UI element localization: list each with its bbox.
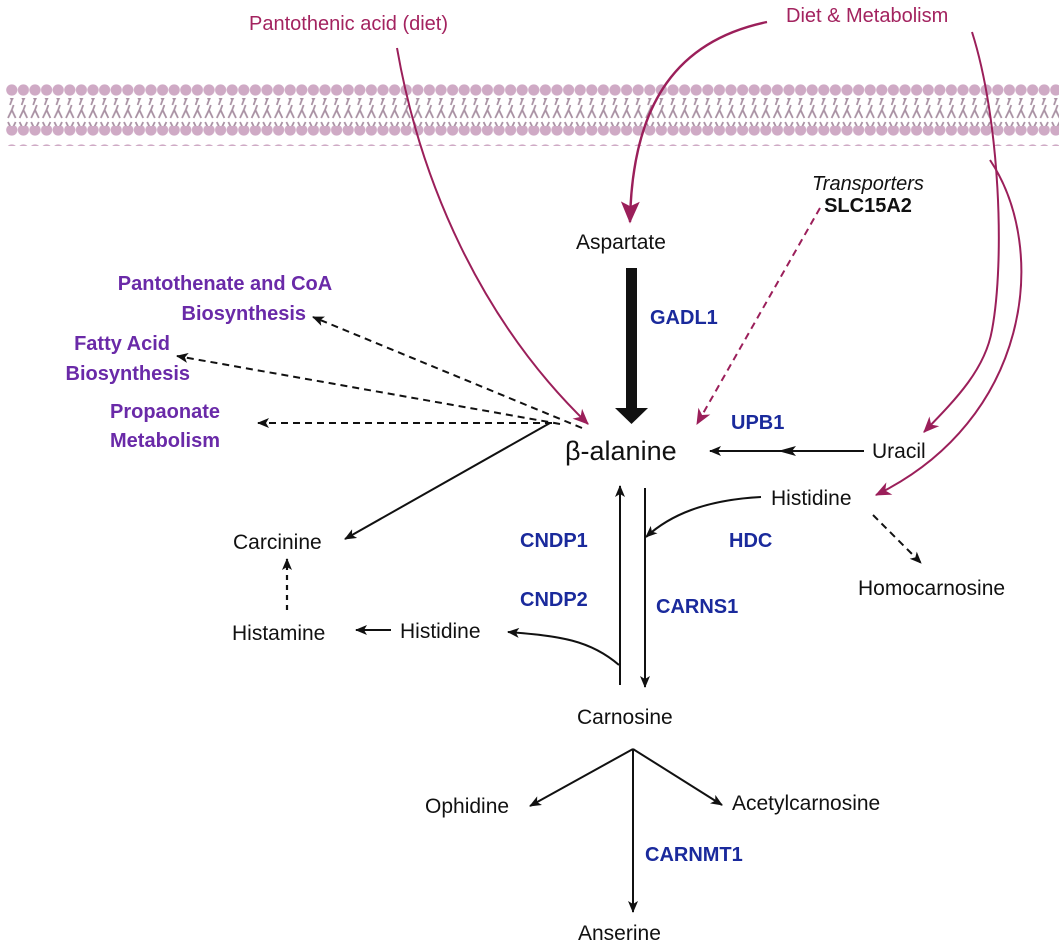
- arrow-aspartate-to-beta-alanine: [615, 268, 648, 424]
- arrow-carnosine-to-histidine: [507, 627, 620, 666]
- enzyme-carns1: CARNS1: [656, 596, 738, 618]
- pathway-fatty-acid-line1: Fatty Acid: [74, 333, 170, 355]
- metabolite-aspartate: Aspartate: [576, 231, 666, 254]
- metabolite-acetylcarnosine: Acetylcarnosine: [732, 792, 880, 815]
- arrow-histidine-to-homocarnosine: [872, 514, 922, 564]
- pathway-pantothenate-coa: Pantothenate and CoA Biosynthesis: [118, 273, 332, 325]
- arrow-to-pantothenate: [312, 316, 583, 429]
- arrow-diet-to-histidine: [874, 159, 1023, 496]
- metabolite-uracil: Uracil: [872, 440, 926, 463]
- metabolite-ophidine: Ophidine: [425, 795, 509, 818]
- arrow-transporter-to-beta-alanine: [696, 207, 821, 425]
- metabolite-homocarnosine: Homocarnosine: [858, 577, 1005, 600]
- enzyme-cndp2: CNDP2: [520, 589, 588, 611]
- pathway-pantothenate-line1: Pantothenate and CoA: [118, 273, 332, 295]
- arrow-diet-to-aspartate: [620, 20, 768, 224]
- metabolite-histidine-left: Histidine: [400, 620, 481, 643]
- enzyme-hdc: HDC: [729, 530, 772, 552]
- arrow-carnosine-to-ophidine: [529, 748, 634, 807]
- metabolite-carnosine: Carnosine: [577, 706, 673, 729]
- enzyme-upb1: UPB1: [731, 412, 784, 434]
- pathway-fatty-acid-line2: Biosynthesis: [66, 363, 190, 385]
- arrow-pantothenic-to-beta-alanine: [396, 47, 589, 425]
- membrane-tails: [6, 98, 1059, 128]
- enzyme-carnmt1: CARNMT1: [645, 844, 743, 866]
- transporter-slc15a2: SLC15A2: [824, 195, 912, 217]
- arrow-histidine-to-carns1: [645, 496, 762, 538]
- transporters-label: Transporters: [812, 173, 924, 195]
- source-diet-metabolism: Diet & Metabolism: [786, 5, 948, 27]
- pathway-propanoate-line2: Metabolism: [110, 430, 220, 452]
- metabolite-carcinine: Carcinine: [233, 531, 322, 554]
- enzyme-gadl1: GADL1: [650, 307, 718, 329]
- pathway-propanoate-line1: Propaonate: [110, 401, 220, 423]
- arrow-uracil-mid-head: [778, 446, 796, 456]
- metabolite-histidine-right: Histidine: [771, 487, 852, 510]
- pathway-pantothenate-line2: Biosynthesis: [182, 303, 306, 325]
- metabolite-anserine: Anserine: [578, 922, 661, 945]
- source-pantothenic-acid: Pantothenic acid (diet): [249, 13, 448, 35]
- arrow-beta-alanine-to-carcinine: [344, 422, 551, 540]
- metabolite-histamine: Histamine: [232, 622, 325, 645]
- metabolite-beta-alanine: β-alanine: [565, 436, 677, 466]
- pathway-propanoate: Propaonate Metabolism: [110, 401, 220, 452]
- pathway-fatty-acid: Fatty Acid Biosynthesis: [66, 333, 190, 385]
- arrow-carnosine-to-acetylcarnosine: [632, 748, 723, 806]
- arrow-diet-to-uracil: [923, 31, 1000, 433]
- arrow-to-fatty-acid: [176, 352, 561, 425]
- enzyme-cndp1: CNDP1: [520, 530, 588, 552]
- cell-membrane: [6, 80, 1059, 146]
- membrane-top-heads: [6, 80, 1059, 100]
- membrane-bottom-heads: [6, 126, 1059, 146]
